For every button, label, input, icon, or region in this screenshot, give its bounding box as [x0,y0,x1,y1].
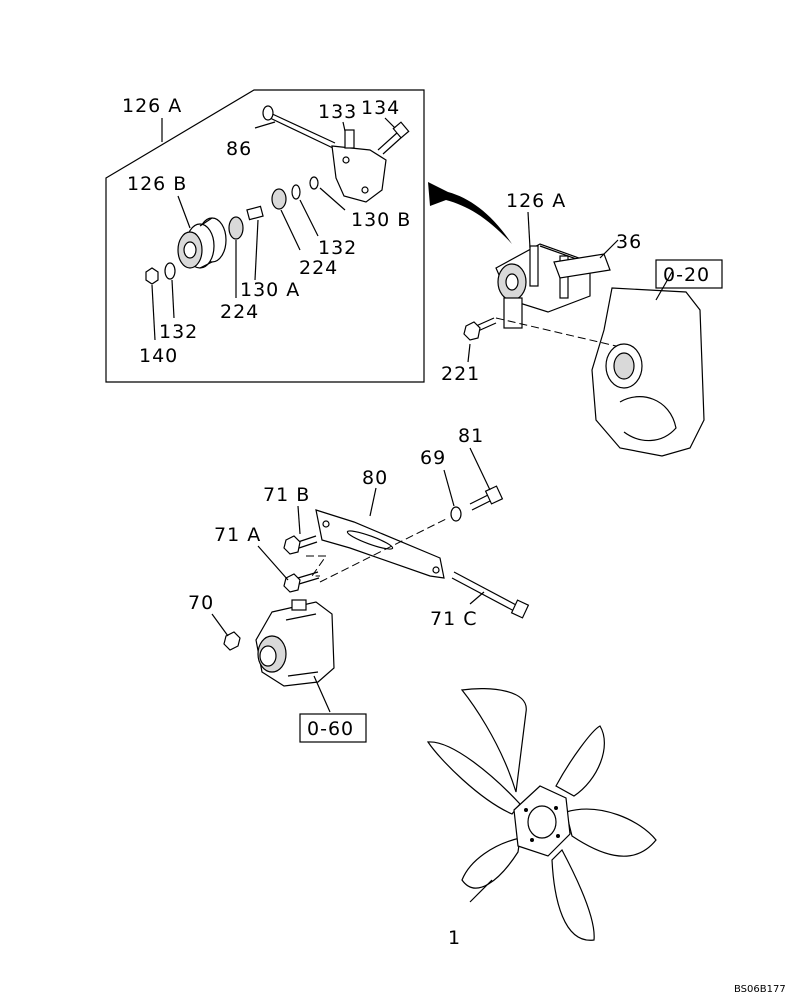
fan-1[interactable] [426,688,657,941]
label-132-lower: 132 [159,321,198,343]
label-132-inner: 132 [318,237,357,259]
label-126b: 126 B [127,173,187,195]
label-130b: 130 B [351,209,411,231]
label-126a-right: 126 A [506,190,566,212]
washer-69[interactable] [450,506,462,522]
label-126a-top: 126 A [122,95,182,117]
label-221: 221 [441,363,480,385]
bearing-224-lower[interactable] [228,216,244,240]
bracket-group-leaders [211,447,491,713]
label-0-60[interactable]: 0-60 [307,718,354,740]
spacer-130a[interactable] [246,205,264,221]
label-80: 80 [362,467,388,489]
label-130a: 130 A [240,279,300,301]
label-box-0-20 [655,259,723,289]
label-81: 81 [458,425,484,447]
bolt-71c[interactable] [451,571,530,619]
label-0-20[interactable]: 0-20 [663,264,710,286]
label-70: 70 [188,592,214,614]
detail-inset [105,89,425,383]
drawing-code: BS06B177 [734,984,786,995]
belt-36[interactable] [553,253,611,279]
bearing-224-inner[interactable] [271,188,287,210]
label-71b: 71 B [263,484,310,506]
bracket-133[interactable] [331,129,387,203]
label-86: 86 [226,138,252,160]
nut-140[interactable] [145,267,159,285]
bolt-134[interactable] [377,121,410,155]
bracket-80[interactable] [315,509,445,579]
label-69: 69 [420,447,446,469]
detail-leaders [151,117,396,341]
label-1: 1 [448,927,461,949]
bolt-81[interactable] [469,485,504,511]
bolt-86[interactable] [262,105,336,150]
label-71a: 71 A [214,524,261,546]
label-71c: 71 C [430,608,477,630]
part-labels: 126 A 133 134 86 126 B 130 B 132 224 130… [122,95,786,995]
label-134: 134 [361,97,400,119]
washer-132-inner[interactable] [291,184,301,200]
bolt-71b[interactable] [283,535,318,555]
bolt-221[interactable] [463,317,497,341]
alternator-0-60[interactable] [255,599,335,687]
label-36: 36 [616,231,642,253]
reference-arrow [428,182,512,244]
label-box-0-60 [299,713,367,743]
bolt-71a[interactable] [283,571,320,593]
washer-130b[interactable] [309,176,319,190]
label-133: 133 [318,101,357,123]
label-140: 140 [139,345,178,367]
tensioner-assembly-126a[interactable] [495,243,597,329]
label-224-inner: 224 [299,257,338,279]
pulley-126b[interactable] [177,217,227,269]
label-224-lower: 224 [220,301,259,323]
nut-70[interactable] [223,631,241,651]
assembly-leaders [467,211,673,363]
washer-132-lower[interactable] [164,262,176,280]
timing-cover-0-20[interactable] [591,287,705,457]
